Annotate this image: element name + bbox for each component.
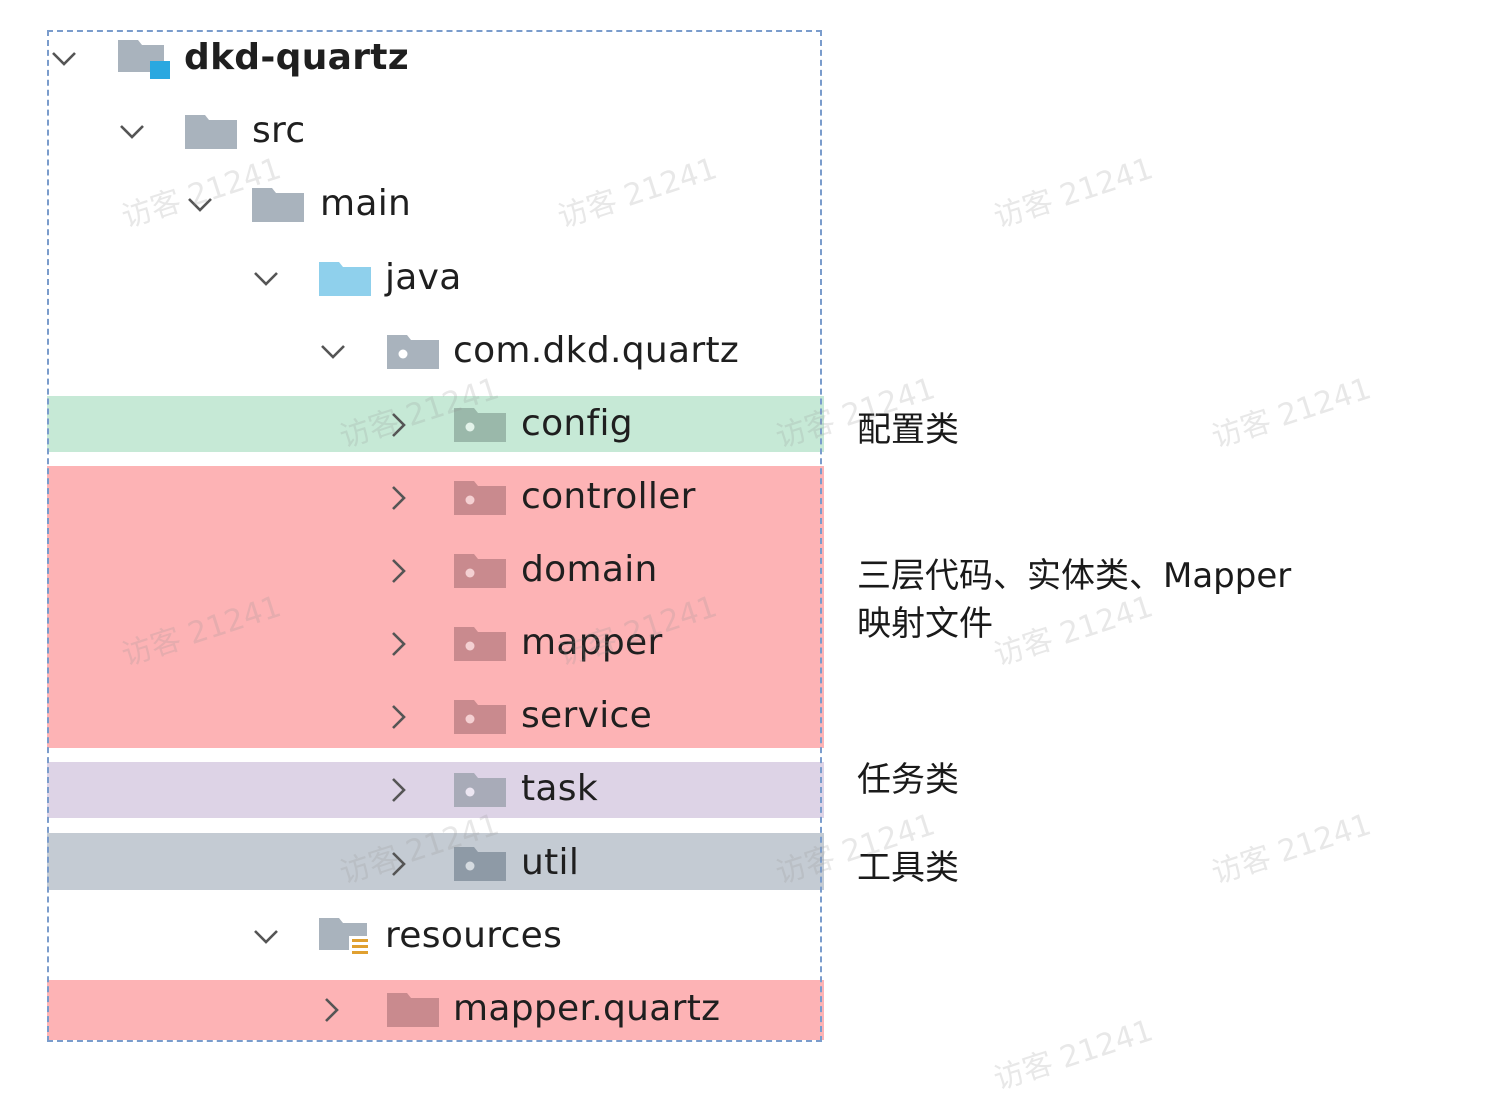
chevron-right-icon[interactable] xyxy=(383,702,413,732)
resources-root-folder-icon xyxy=(317,914,373,958)
highlight-util-band xyxy=(47,833,824,890)
package-icon xyxy=(452,621,508,665)
annotation-layers-line2: 映射文件 xyxy=(857,604,993,644)
package-icon xyxy=(452,694,508,738)
package-icon xyxy=(452,402,508,446)
chevron-down-icon[interactable] xyxy=(318,337,348,367)
watermark: 访客 21241 xyxy=(1207,807,1376,892)
tree-row-com-dkd-quartz[interactable]: com.dkd.quartz xyxy=(0,315,824,389)
annotation-task: 任务类 xyxy=(857,760,959,800)
tree-row-task[interactable]: task xyxy=(0,753,824,827)
tree-row-label: task xyxy=(521,768,598,809)
package-icon xyxy=(452,475,508,519)
tree-row-util[interactable]: util xyxy=(0,827,824,901)
tree-row-label: service xyxy=(521,695,653,736)
tree-row-mapper[interactable]: mapper xyxy=(0,607,824,681)
package-icon xyxy=(452,548,508,592)
tree-row-label: src xyxy=(252,110,306,151)
highlight-task-band xyxy=(47,762,824,818)
project-module-icon xyxy=(116,36,172,80)
chevron-right-icon[interactable] xyxy=(383,849,413,879)
tree-row-config[interactable]: config xyxy=(0,388,824,462)
highlight-layers-band xyxy=(47,466,824,748)
chevron-down-icon[interactable] xyxy=(117,117,147,147)
package-icon xyxy=(452,767,508,811)
tree-row-label: util xyxy=(521,842,580,883)
tree-row-label: controller xyxy=(521,476,696,517)
tree-row-service[interactable]: service xyxy=(0,680,824,754)
tree-row-label: mapper.quartz xyxy=(453,988,721,1029)
highlight-config-band xyxy=(47,396,824,452)
annotation-util: 工具类 xyxy=(857,848,959,888)
tree-row-label: java xyxy=(385,257,462,298)
tree-row-controller[interactable]: controller xyxy=(0,461,824,535)
source-root-folder-icon xyxy=(317,256,373,300)
tree-row-src[interactable]: src xyxy=(0,95,824,169)
chevron-down-icon[interactable] xyxy=(251,922,281,952)
tree-row-label: config xyxy=(521,403,633,444)
tree-row-label: com.dkd.quartz xyxy=(453,330,740,371)
chevron-down-icon[interactable] xyxy=(49,44,79,74)
watermark: 访客 21241 xyxy=(989,151,1158,236)
tree-row-dkd-quartz[interactable]: dkd-quartz xyxy=(0,22,824,96)
chevron-right-icon[interactable] xyxy=(383,775,413,805)
watermark: 访客 21241 xyxy=(1207,371,1376,456)
annotation-layers-line1: 三层代码、实体类、Mapper xyxy=(857,556,1292,596)
folder-icon xyxy=(385,987,441,1031)
tree-row-label: mapper xyxy=(521,622,663,663)
chevron-right-icon[interactable] xyxy=(383,629,413,659)
tree-row-label: main xyxy=(320,183,412,224)
chevron-down-icon[interactable] xyxy=(185,190,215,220)
tree-row-resources[interactable]: resources xyxy=(0,900,824,974)
chevron-right-icon[interactable] xyxy=(383,483,413,513)
tree-row-mapper-quartz[interactable]: mapper.quartz xyxy=(0,973,824,1047)
chevron-right-icon[interactable] xyxy=(316,995,346,1025)
chevron-right-icon[interactable] xyxy=(383,410,413,440)
tree-row-java[interactable]: java xyxy=(0,242,824,316)
tree-row-domain[interactable]: domain xyxy=(0,534,824,608)
folder-icon xyxy=(183,109,239,153)
chevron-right-icon[interactable] xyxy=(383,556,413,586)
chevron-down-icon[interactable] xyxy=(251,264,281,294)
project-tree-frame xyxy=(47,30,822,1042)
tree-row-label: dkd-quartz xyxy=(184,37,410,78)
package-icon xyxy=(385,329,441,373)
folder-icon xyxy=(250,182,306,226)
tree-row-main[interactable]: main xyxy=(0,168,824,242)
tree-row-label: resources xyxy=(385,915,563,956)
annotation-config: 配置类 xyxy=(857,410,959,450)
package-icon xyxy=(452,841,508,885)
tree-row-label: domain xyxy=(521,549,658,590)
watermark: 访客 21241 xyxy=(989,1013,1158,1098)
